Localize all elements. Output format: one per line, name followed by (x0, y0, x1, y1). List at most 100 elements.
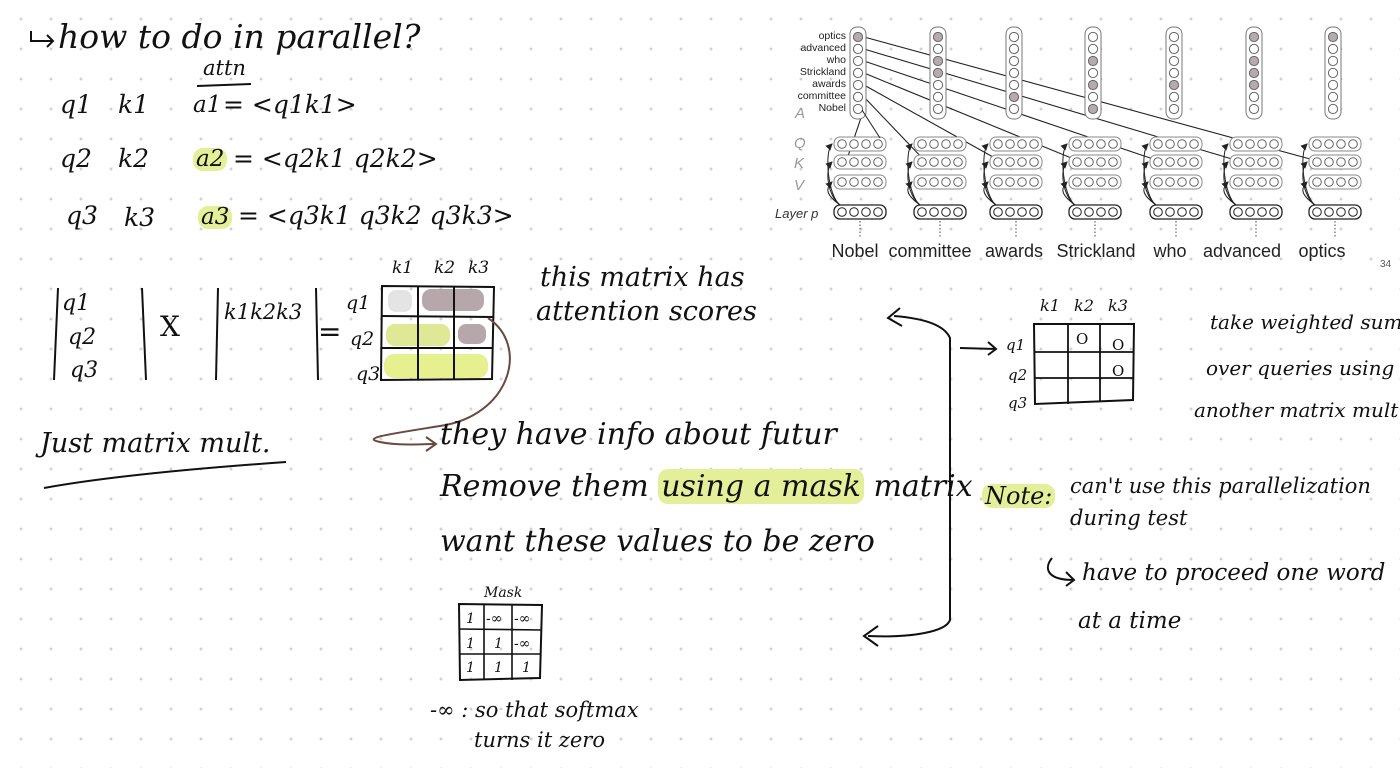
vector-unit (1257, 139, 1267, 149)
vector-unit (917, 207, 927, 217)
attention-cell (852, 79, 864, 91)
eq2-q: q2 (60, 144, 92, 173)
vector-unit (953, 177, 963, 187)
score-col-k3: k3 (468, 258, 490, 278)
weighted-note-line-1: take weighted sum (1210, 310, 1400, 334)
vector-unit (1096, 157, 1106, 167)
attention-cell (852, 103, 864, 115)
feeder-arrow (1221, 181, 1237, 206)
score-matrix (379, 284, 496, 382)
vector-unit (1312, 207, 1322, 217)
mask-cell-2-2: 1 (522, 660, 531, 676)
attn-label: attn (203, 56, 246, 80)
vector-unit (861, 157, 871, 167)
key-vector (1149, 154, 1203, 170)
vector-unit (1336, 139, 1346, 149)
softmax-note-line-2: turns it zero (474, 728, 605, 752)
note-line-1: can't use this parallelization (1070, 474, 1371, 498)
vector-unit (917, 157, 927, 167)
value-vector (1229, 174, 1283, 190)
attention-cell (1327, 31, 1339, 43)
vector-unit (1177, 207, 1187, 217)
vector-unit (1005, 177, 1015, 187)
vector-unit (1153, 157, 1163, 167)
key-vector (1229, 154, 1283, 170)
vector-unit (1269, 139, 1279, 149)
vector-unit (1096, 139, 1106, 149)
eq1-q: q1 (60, 90, 92, 119)
vector-unit (1165, 177, 1175, 187)
vector-unit (1096, 177, 1106, 187)
q-matrix-row-2: q2 (68, 325, 97, 350)
vector-unit (849, 157, 859, 167)
weighted-note-line-2: over queries using (1206, 356, 1395, 380)
softmax-note-line-1: -∞ : so that softmax (430, 698, 639, 722)
eq2-k: k2 (118, 144, 150, 173)
vector-unit (1029, 139, 1039, 149)
times-sign: X (160, 310, 180, 343)
vector-unit (1324, 139, 1334, 149)
vector-unit (953, 207, 963, 217)
vector-unit (1153, 207, 1163, 217)
layer-vector (1229, 204, 1283, 220)
vector-unit (1072, 177, 1082, 187)
vector-unit (849, 177, 859, 187)
value-vector (833, 174, 887, 190)
attention-cell (1168, 55, 1180, 67)
q-matrix-bracket (53, 287, 147, 381)
word-label: who (1153, 241, 1187, 261)
vector-unit (1233, 139, 1243, 149)
attention-cell (852, 67, 864, 79)
vector-unit (1269, 207, 1279, 217)
vector-unit (1096, 207, 1106, 217)
layer-vector (913, 204, 967, 220)
vector-unit (1177, 157, 1187, 167)
vector-unit (1072, 139, 1082, 149)
vector-unit (929, 139, 939, 149)
vector-unit (1029, 177, 1039, 187)
vector-unit (1189, 139, 1199, 149)
vector-unit (1165, 207, 1175, 217)
weighted-row-q3: q3 (1008, 394, 1028, 412)
vector-unit (1257, 207, 1267, 217)
vector-unit (837, 207, 847, 217)
attention-cell (1248, 91, 1260, 103)
query-vector (989, 136, 1043, 152)
feeder-arrow (905, 181, 921, 206)
feeder-arrow (825, 181, 841, 206)
vector-unit (953, 139, 963, 149)
vector-unit (917, 139, 927, 149)
vector-unit (1324, 177, 1334, 187)
k-matrix-bracket (215, 287, 319, 381)
attention-cell (932, 31, 944, 43)
attention-row-label: who (826, 54, 846, 66)
value-vector (989, 174, 1043, 190)
vector-unit (1153, 177, 1163, 187)
vector-unit (1312, 157, 1322, 167)
vector-unit (941, 207, 951, 217)
note-line-4: at a time (1078, 608, 1182, 634)
vector-unit (1108, 207, 1118, 217)
attention-cell (1327, 103, 1339, 115)
a-letter: A (795, 105, 806, 122)
weighted-row-q1: q1 (1006, 336, 1026, 354)
attention-cell (932, 79, 944, 91)
vector-unit (1165, 139, 1175, 149)
vector-unit (1324, 157, 1334, 167)
vector-unit (1269, 177, 1279, 187)
note-label: Note: (982, 484, 1056, 508)
attention-cell (1248, 67, 1260, 79)
attention-cell (1008, 31, 1020, 43)
vector-unit (873, 177, 883, 187)
vector-unit (941, 139, 951, 149)
key-vector (1308, 154, 1362, 170)
attention-cell (1087, 31, 1099, 43)
attention-arrow (863, 72, 1083, 164)
mask-title: Mask (484, 585, 523, 601)
weighted-col-k2: k2 (1074, 296, 1094, 315)
word-label: awards (984, 241, 1044, 261)
vector-unit (1336, 157, 1346, 167)
weighted-cell-0-2: O (1112, 336, 1125, 354)
vector-unit (1257, 157, 1267, 167)
page-number: 34 (1380, 259, 1392, 270)
